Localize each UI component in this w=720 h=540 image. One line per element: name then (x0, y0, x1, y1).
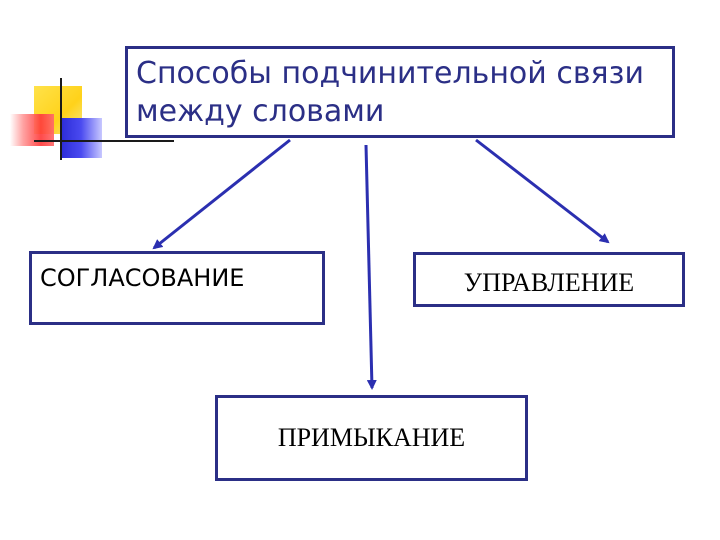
arrow-to-upravlenie (475, 138, 610, 244)
node-upravlenie-label: УПРАВЛЕНИЕ (463, 267, 635, 297)
title-line-2: между словами (136, 94, 385, 129)
decorative-logo (0, 0, 174, 170)
node-upravlenie: УПРАВЛЕНИЕ (413, 252, 685, 307)
node-soglasovanie-label: СОГЛАСОВАНИЕ (40, 264, 245, 292)
arrow-to-primykanie (364, 144, 377, 390)
node-primykanie: ПРИМЫКАНИЕ (215, 395, 528, 481)
title-line-1: Способы подчинительной связи (136, 56, 644, 91)
node-soglasovanie: СОГЛАСОВАНИЕ (29, 251, 325, 325)
vertical-line-shape (60, 78, 62, 160)
arrow-to-soglasovanie (152, 138, 291, 250)
blue-square-shape (60, 118, 102, 158)
node-primykanie-label: ПРИМЫКАНИЕ (277, 423, 466, 452)
horizontal-line-shape (34, 140, 174, 142)
title-box: Способы подчинительной связи между слова… (125, 46, 675, 138)
